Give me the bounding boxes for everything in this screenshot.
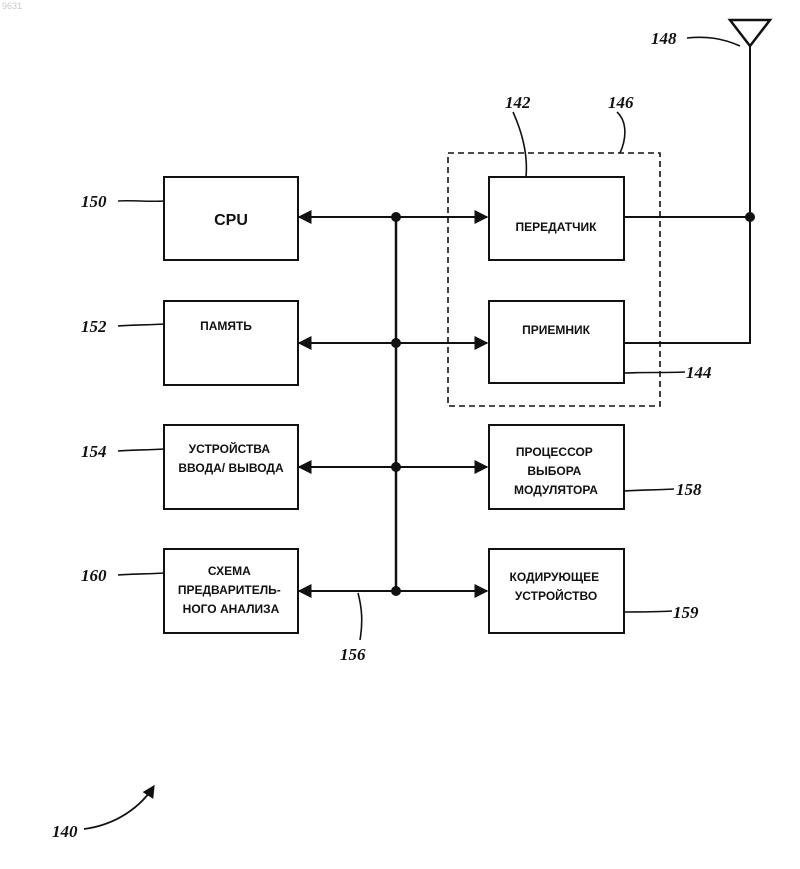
ref-156: 156	[340, 645, 366, 664]
ref-146: 146	[608, 93, 634, 112]
io-label-line-2: ВВОДА/ ВЫВОДА	[178, 461, 284, 475]
preanalysis-label-line-3: НОГО АНАЛИЗА	[183, 602, 280, 616]
bus-junction-dot	[391, 586, 401, 596]
leader-152	[118, 324, 164, 326]
transmitter-block: ПЕРЕДАТЧИК	[489, 177, 624, 260]
modulator-selector-block: ПРОЦЕССОР ВЫБОРА МОДУЛЯТОРА	[489, 425, 624, 509]
transmitter-label-line: ПЕРЕДАТЧИК	[516, 220, 598, 234]
ref-140: 140	[52, 822, 78, 841]
memory-label: ПАМЯТЬ	[200, 319, 252, 333]
encoder-label-line-1: КОДИРУЮЩЕЕ	[510, 570, 600, 584]
antenna-junction-dot	[745, 212, 755, 222]
receiver-block: ПРИЕМНИК	[489, 301, 624, 383]
cpu-label: CPU	[214, 212, 248, 229]
encoder-label-line-2: УСТРОЙСТВО	[515, 588, 597, 603]
receiver-antenna-line	[624, 217, 750, 343]
leader-158	[624, 489, 674, 491]
preanalysis-label-line-1: СХЕМА	[208, 564, 251, 578]
io-label-line-1: УСТРОЙСТВА	[189, 441, 271, 456]
bus-junction-dot	[391, 338, 401, 348]
leader-150	[118, 201, 164, 202]
bus-junction-dot	[391, 212, 401, 222]
leader-142	[513, 112, 526, 177]
leader-144	[624, 372, 685, 373]
leader-160	[118, 573, 164, 575]
leader-148	[687, 37, 740, 46]
ref-158: 158	[676, 480, 702, 499]
modulator-selector-label-line-1: ПРОЦЕССОР	[516, 445, 593, 459]
ref-159: 159	[673, 603, 699, 622]
modulator-selector-label-line-3: МОДУЛЯТОРА	[514, 483, 598, 497]
preanalysis-block: СХЕМА ПРЕДВАРИТЕЛЬ- НОГО АНАЛИЗА	[164, 549, 298, 633]
ref-152: 152	[81, 317, 107, 336]
memory-block: ПАМЯТЬ	[164, 301, 298, 385]
memory-label-line: ПАМЯТЬ	[200, 319, 252, 333]
encoder-block: КОДИРУЮЩЕЕ УСТРОЙСТВО	[489, 549, 624, 633]
ref-154: 154	[81, 442, 107, 461]
leader-146	[617, 112, 625, 153]
leader-154	[118, 449, 164, 451]
cpu-label-line: CPU	[214, 212, 248, 229]
antenna-icon	[730, 20, 770, 46]
receiver-label: ПРИЕМНИК	[522, 323, 591, 337]
cpu-block: CPU	[164, 177, 298, 260]
leader-156	[358, 593, 362, 640]
receiver-label-line: ПРИЕМНИК	[522, 323, 591, 337]
bus-junction-dot	[391, 462, 401, 472]
preanalysis-label-line-2: ПРЕДВАРИТЕЛЬ-	[178, 583, 281, 597]
modulator-selector-label-line-2: ВЫБОРА	[527, 464, 581, 478]
transmitter-label: ПЕРЕДАТЧИК	[516, 220, 598, 234]
corner-mark: 9631	[2, 1, 22, 11]
io-block: УСТРОЙСТВА ВВОДА/ ВЫВОДА	[164, 425, 298, 509]
ref-142: 142	[505, 93, 531, 112]
ref-144: 144	[686, 363, 712, 382]
ref-150: 150	[81, 192, 107, 211]
ref-160: 160	[81, 566, 107, 585]
leader-140	[84, 786, 154, 829]
ref-148: 148	[651, 29, 677, 48]
leader-159	[624, 611, 672, 612]
